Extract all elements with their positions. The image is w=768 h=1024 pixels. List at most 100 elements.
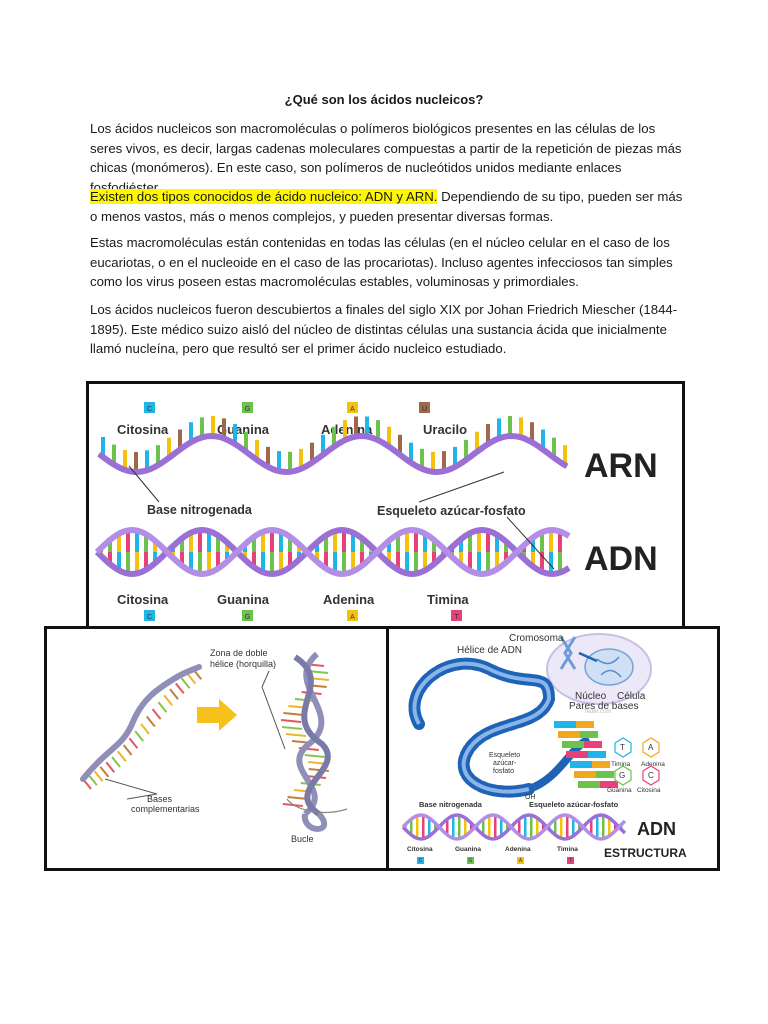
- hairpin-base-pair: [281, 726, 303, 730]
- dna-base: [504, 552, 508, 563]
- dna-backbone: [94, 526, 571, 578]
- rna-base: [123, 450, 127, 468]
- arn-title: ARN: [584, 447, 658, 485]
- dna-base: [279, 531, 283, 552]
- legend-citosina: Citosina: [637, 787, 661, 794]
- hairpin-illustration: Zona de doble hélice (horquilla) Bases c…: [80, 648, 348, 844]
- rna-base: [233, 424, 237, 442]
- top-label-guanina: Guanina: [217, 422, 270, 437]
- loop-strand: [301, 811, 328, 832]
- dna-base: [486, 552, 490, 574]
- rna-base: [332, 426, 336, 445]
- estructura-title: ESTRUCTURA: [604, 846, 687, 860]
- document-title: ¿Qué son los ácidos nucleicos?: [284, 92, 484, 107]
- dna-base: [387, 552, 391, 564]
- dna-base: [135, 530, 139, 552]
- dna-base: [117, 533, 121, 552]
- dna-base: [405, 552, 409, 574]
- dna-base: [225, 542, 229, 552]
- pointer-line: [418, 471, 505, 503]
- ladder-base: [600, 781, 618, 788]
- dna-base: [486, 530, 490, 552]
- dna-base: [414, 552, 418, 574]
- dna-base: [324, 535, 328, 552]
- mini-base: [500, 817, 503, 837]
- hairpin-base: [134, 730, 144, 742]
- rna-base: [222, 418, 226, 437]
- rna-base: [112, 444, 116, 463]
- ladder-base: [576, 721, 594, 728]
- dna-base: [558, 531, 562, 552]
- ladder-base: [574, 771, 596, 778]
- base-key-letter: T: [569, 858, 572, 864]
- helix-label: Hélice de ADN: [457, 645, 522, 656]
- chromatin-icon: [596, 656, 622, 678]
- ladder-base: [558, 731, 580, 738]
- base-ladder: [554, 721, 618, 788]
- zone-bracket: [261, 670, 286, 750]
- dna-base: [531, 537, 535, 552]
- base-key-letter: G: [245, 614, 250, 621]
- base-key-letter: C: [419, 858, 423, 864]
- base-key-square: [451, 610, 462, 621]
- helix-strand-a: [296, 651, 325, 817]
- dna-base: [342, 530, 346, 552]
- mini-base: [482, 819, 485, 835]
- base-key-letter: G: [245, 406, 250, 413]
- mini-adn-title: ADN: [637, 819, 676, 839]
- rna-base: [266, 446, 270, 465]
- base-key-square: [144, 402, 155, 413]
- hairpin-base: [175, 682, 185, 695]
- ladder-base: [578, 781, 600, 788]
- nucleus-label: Núcleo: [575, 691, 607, 702]
- rna-base: [178, 429, 182, 448]
- hairpin-base: [111, 756, 121, 768]
- hairpin-bases: [82, 663, 330, 807]
- hairpin-base: [117, 750, 127, 762]
- dna-base: [108, 552, 112, 565]
- dna-base: [288, 536, 292, 552]
- dna-strand: [94, 526, 571, 578]
- zone-label: hélice (horquilla): [210, 659, 276, 669]
- dna-base: [207, 552, 211, 573]
- rna-base: [464, 439, 468, 458]
- rna-base: [508, 416, 512, 434]
- dna-base: [252, 536, 256, 552]
- paragraph-location: Estas macromoléculas están contenidas en…: [90, 235, 673, 289]
- hairpin-base: [122, 744, 133, 756]
- dna-base: [423, 533, 427, 552]
- dna-base: [333, 552, 337, 573]
- paragraph-types-rest: Dependiendo de su tipo, pueden ser más o…: [90, 189, 683, 224]
- dna-base: [207, 531, 211, 552]
- dna-base: [468, 533, 472, 552]
- dna-base: [189, 552, 193, 572]
- rna-base: [365, 416, 369, 435]
- base-pairs-label: Pares de bases: [569, 701, 639, 712]
- rna-base: [101, 437, 105, 455]
- helix-strand-b: [293, 654, 331, 817]
- base-key-letter: C: [147, 406, 152, 413]
- dna-base: [423, 552, 427, 571]
- hairpin-base: [151, 708, 162, 720]
- rna-base: [530, 422, 534, 441]
- rna-base: [145, 450, 149, 469]
- base-label: Base nitrogenada: [147, 503, 253, 517]
- rna-base: [475, 431, 479, 450]
- dna-base: [252, 552, 256, 568]
- rna-base: [244, 431, 248, 450]
- arrow-icon: [197, 699, 237, 731]
- mini-base: [536, 817, 539, 837]
- legend-t: T: [620, 743, 625, 752]
- mini-base: [410, 819, 413, 835]
- dna-base: [279, 552, 283, 573]
- dna-base: [189, 532, 193, 552]
- hairpin-base: [93, 770, 104, 782]
- hairpin-base: [128, 737, 139, 749]
- ladder-base: [554, 721, 576, 728]
- mini-base: [560, 815, 563, 839]
- mini-dna-helix: [401, 813, 627, 841]
- mini-base: [608, 817, 611, 837]
- bottom-label-adenina: Adenina: [323, 592, 375, 607]
- hairpin-base-pair: [285, 733, 307, 737]
- coiled-helix-inner: [412, 661, 552, 794]
